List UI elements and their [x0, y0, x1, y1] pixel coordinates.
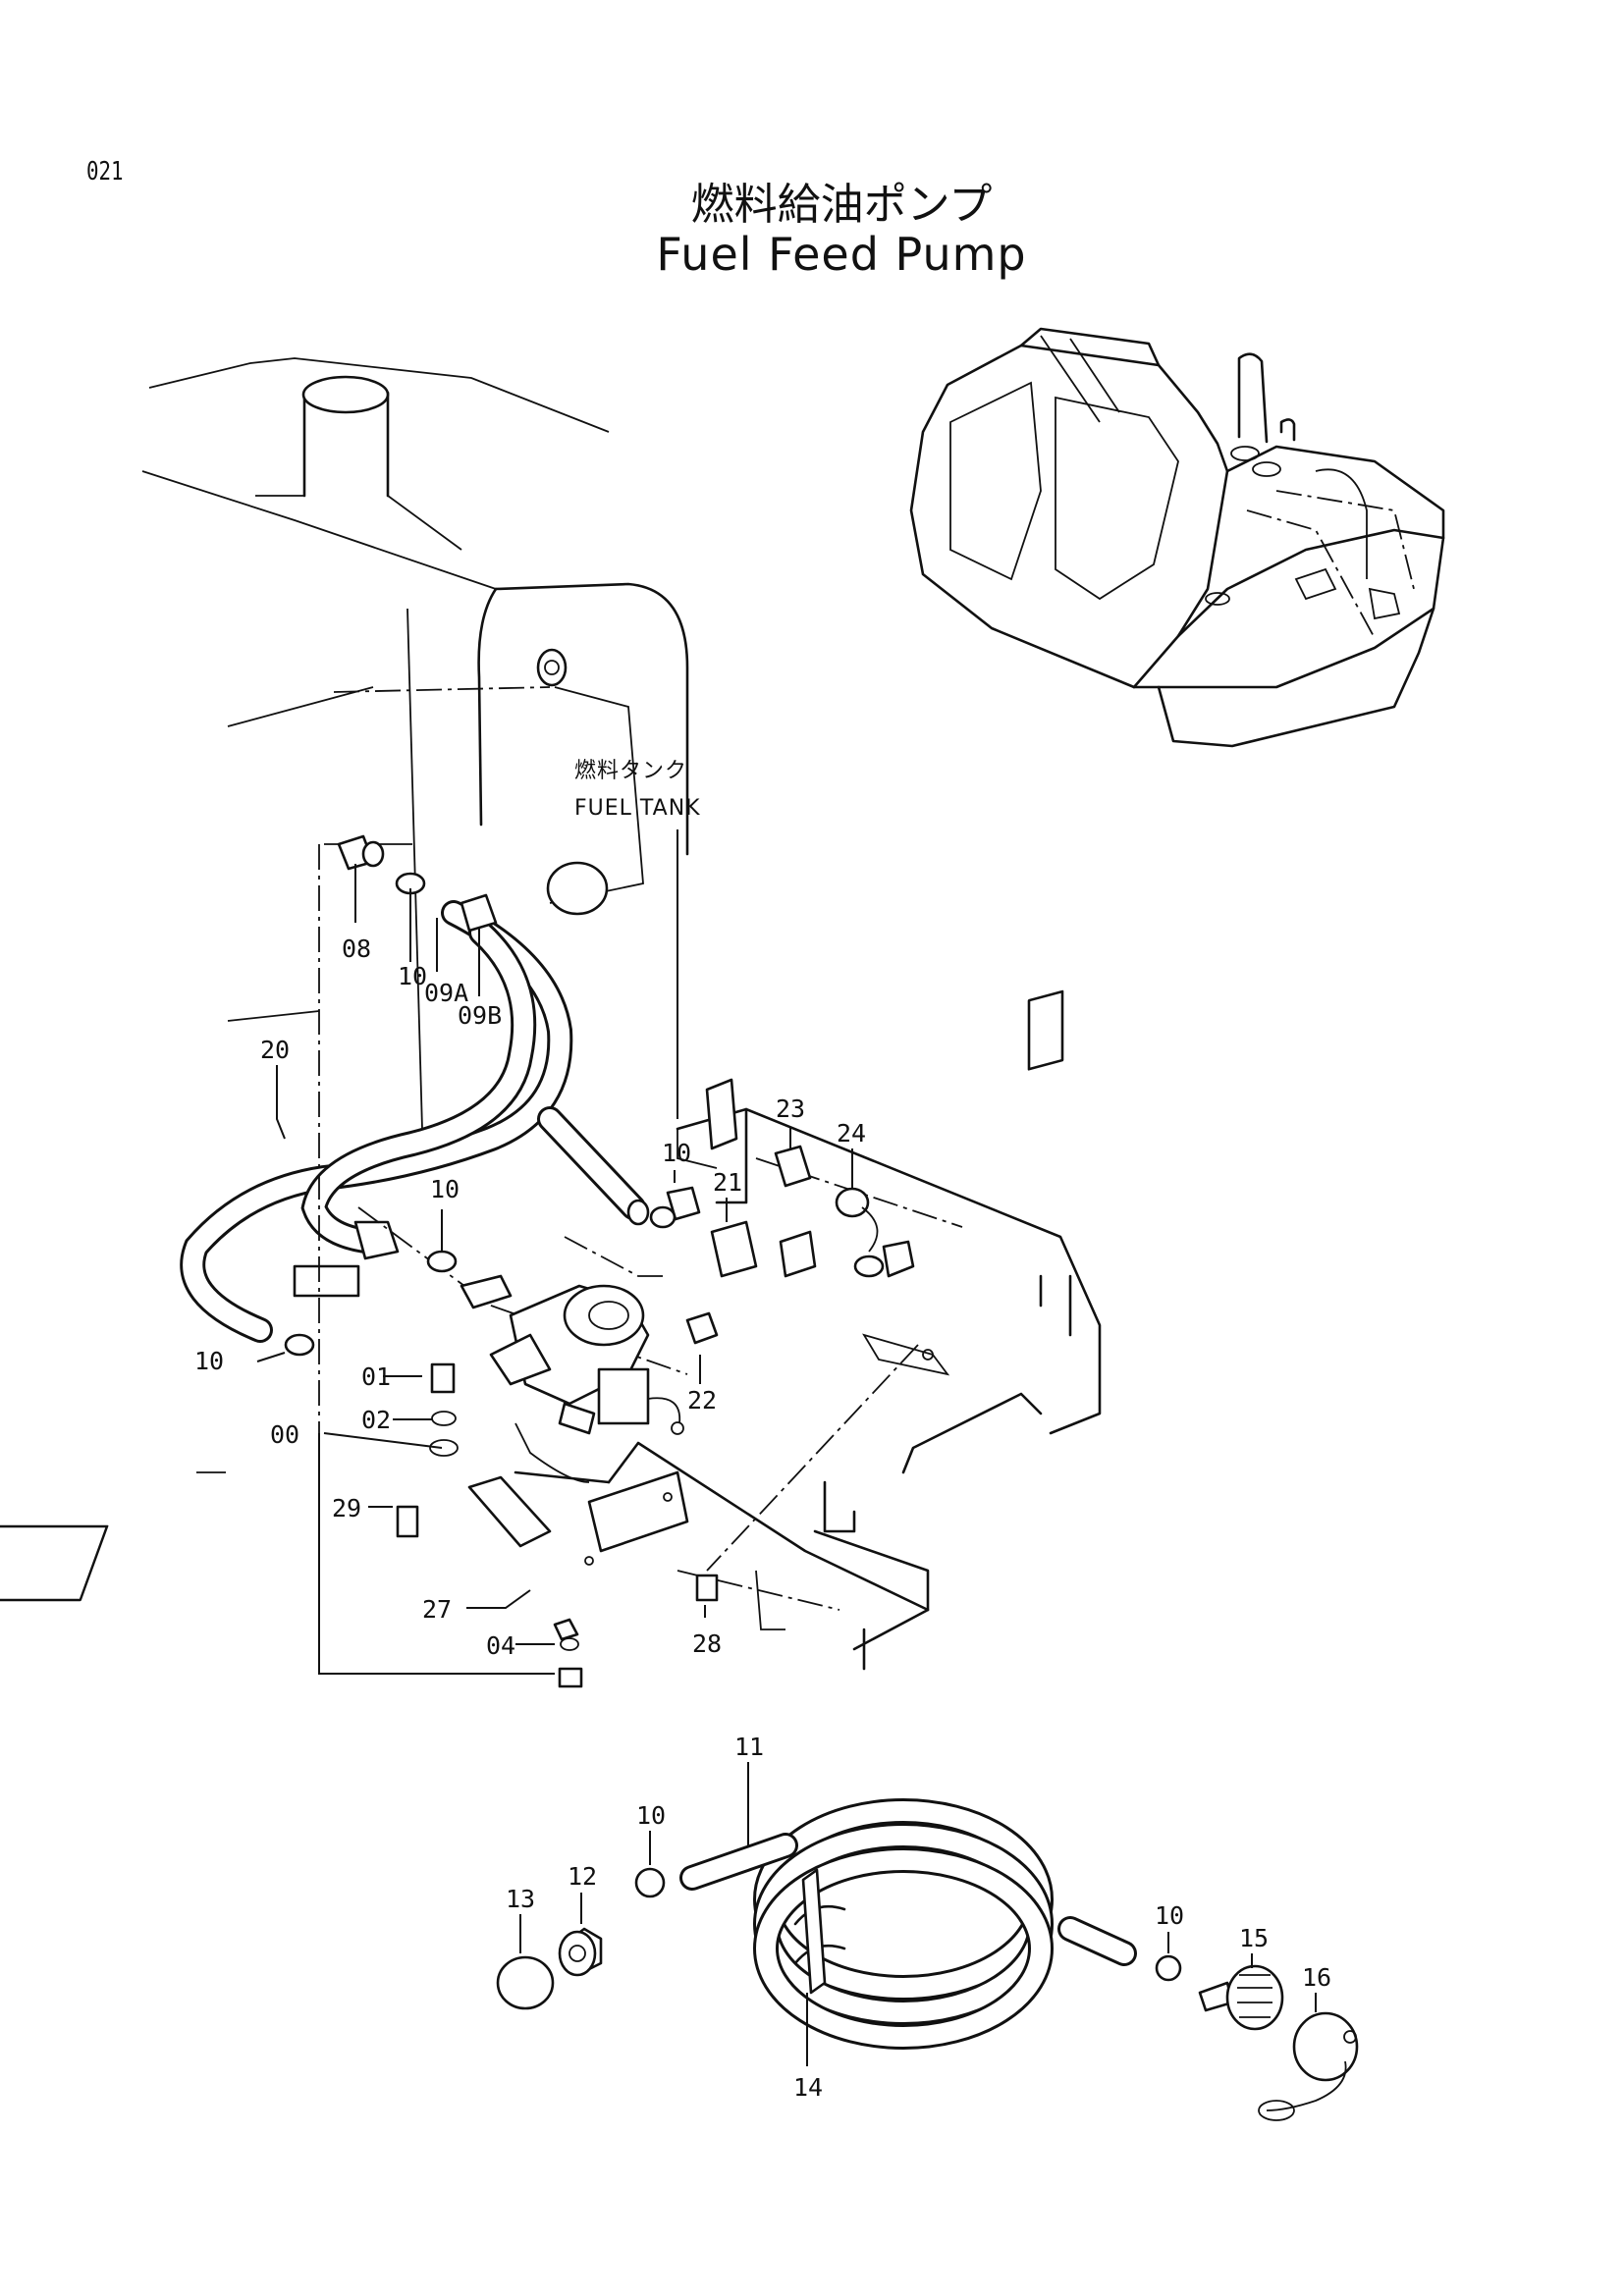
callout-00: 00 [270, 1420, 299, 1449]
callout-21: 21 [713, 1168, 742, 1197]
callout-16: 16 [1302, 1963, 1331, 1992]
callout-02: 02 [361, 1406, 391, 1434]
title-japanese: 燃料給油ポンプ [690, 180, 993, 230]
excavator-overview [909, 327, 1445, 748]
fuel-pump [0, 1274, 689, 1602]
callout-15: 15 [1239, 1924, 1269, 1952]
callout-10: 10 [1155, 1901, 1184, 1930]
callout-14: 14 [793, 2073, 823, 2102]
fuel-tank-label-jp: 燃料タンク [574, 759, 687, 783]
frame-bracket [318, 686, 1102, 1671]
callout-10: 10 [430, 1175, 460, 1203]
callout-08: 08 [342, 934, 371, 963]
hose-assembly [180, 900, 650, 1343]
callout-22: 22 [687, 1386, 717, 1415]
callouts: 08 10 09A 09B 20 10 10 23 24 21 10 01 02… [194, 934, 1331, 2102]
fuel-tank [141, 357, 689, 1473]
callout-24: 24 [837, 1119, 866, 1148]
hose-kit [496, 1798, 1359, 2121]
callout-27: 27 [422, 1595, 452, 1624]
callout-10: 10 [662, 1139, 691, 1167]
callout-10: 10 [398, 962, 427, 990]
callout-13: 13 [506, 1885, 535, 1913]
callout-29: 29 [332, 1494, 361, 1522]
callout-10: 10 [636, 1801, 666, 1830]
callout-23: 23 [776, 1095, 805, 1123]
callout-10: 10 [194, 1347, 224, 1375]
title-english: Fuel Feed Pump [656, 228, 1027, 281]
fuel-tank-label-en: FUEL TANK [574, 796, 701, 821]
callout-20: 20 [260, 1036, 290, 1064]
callout-01: 01 [361, 1362, 391, 1391]
leader-lines [256, 864, 1317, 2066]
callout-28: 28 [692, 1629, 722, 1658]
page-code: 021 [86, 157, 124, 187]
callout-09b: 09B [458, 1001, 502, 1030]
callout-11: 11 [734, 1733, 764, 1761]
callout-09a: 09A [424, 979, 468, 1007]
callout-12: 12 [568, 1862, 597, 1891]
callout-04: 04 [486, 1631, 515, 1660]
